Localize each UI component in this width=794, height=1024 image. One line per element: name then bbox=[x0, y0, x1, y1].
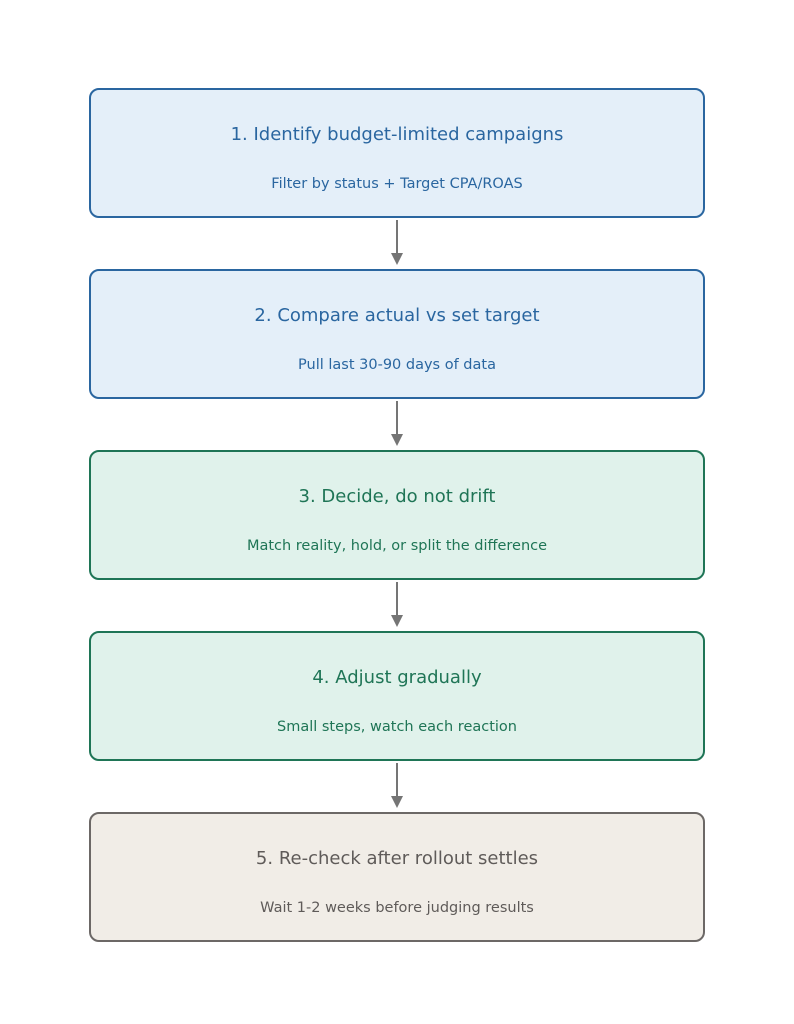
flow-arrow-1 bbox=[391, 220, 403, 265]
flow-step-5-title: 5. Re-check after rollout settles bbox=[255, 848, 539, 869]
flow-step-4-title: 4. Adjust gradually bbox=[312, 667, 482, 688]
flow-step-3-subtitle: Match reality, hold, or split the differ… bbox=[246, 538, 548, 554]
flow-step-5: 5. Re-check after rollout settles Wait 1… bbox=[89, 812, 705, 942]
flow-step-3: 3. Decide, do not drift Match reality, h… bbox=[89, 450, 705, 580]
flow-step-2-subtitle: Pull last 30-90 days of data bbox=[298, 357, 496, 373]
flow-arrow-2 bbox=[391, 401, 403, 446]
flow-arrow-4 bbox=[391, 763, 403, 808]
flow-step-4-subtitle: Small steps, watch each reaction bbox=[277, 719, 517, 735]
flow-step-5-subtitle: Wait 1-2 weeks before judging results bbox=[260, 900, 534, 916]
flow-step-3-title: 3. Decide, do not drift bbox=[298, 486, 496, 507]
flow-step-4: 4. Adjust gradually Small steps, watch e… bbox=[89, 631, 705, 761]
flow-step-1-subtitle: Filter by status + Target CPA/ROAS bbox=[271, 176, 523, 192]
flow-step-2: 2. Compare actual vs set target Pull las… bbox=[89, 269, 705, 399]
flow-step-1: 1. Identify budget-limited campaigns Fil… bbox=[89, 88, 705, 218]
flow-step-2-title: 2. Compare actual vs set target bbox=[254, 305, 540, 326]
flow-step-1-title: 1. Identify budget-limited campaigns bbox=[230, 124, 564, 145]
flow-arrow-3 bbox=[391, 582, 403, 627]
